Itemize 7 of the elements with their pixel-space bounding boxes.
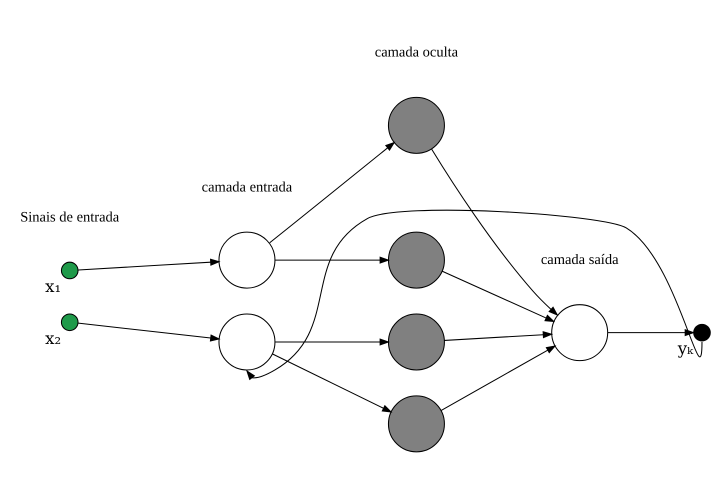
node-label: yₖ bbox=[678, 339, 694, 358]
node-label: x₂ bbox=[45, 328, 62, 348]
label: camada entrada bbox=[202, 179, 292, 196]
label: camada oculta bbox=[374, 44, 458, 61]
node-label: x₁ bbox=[45, 277, 62, 296]
label: camada saída bbox=[540, 252, 619, 268]
label: Sinais de entrada bbox=[20, 209, 120, 226]
